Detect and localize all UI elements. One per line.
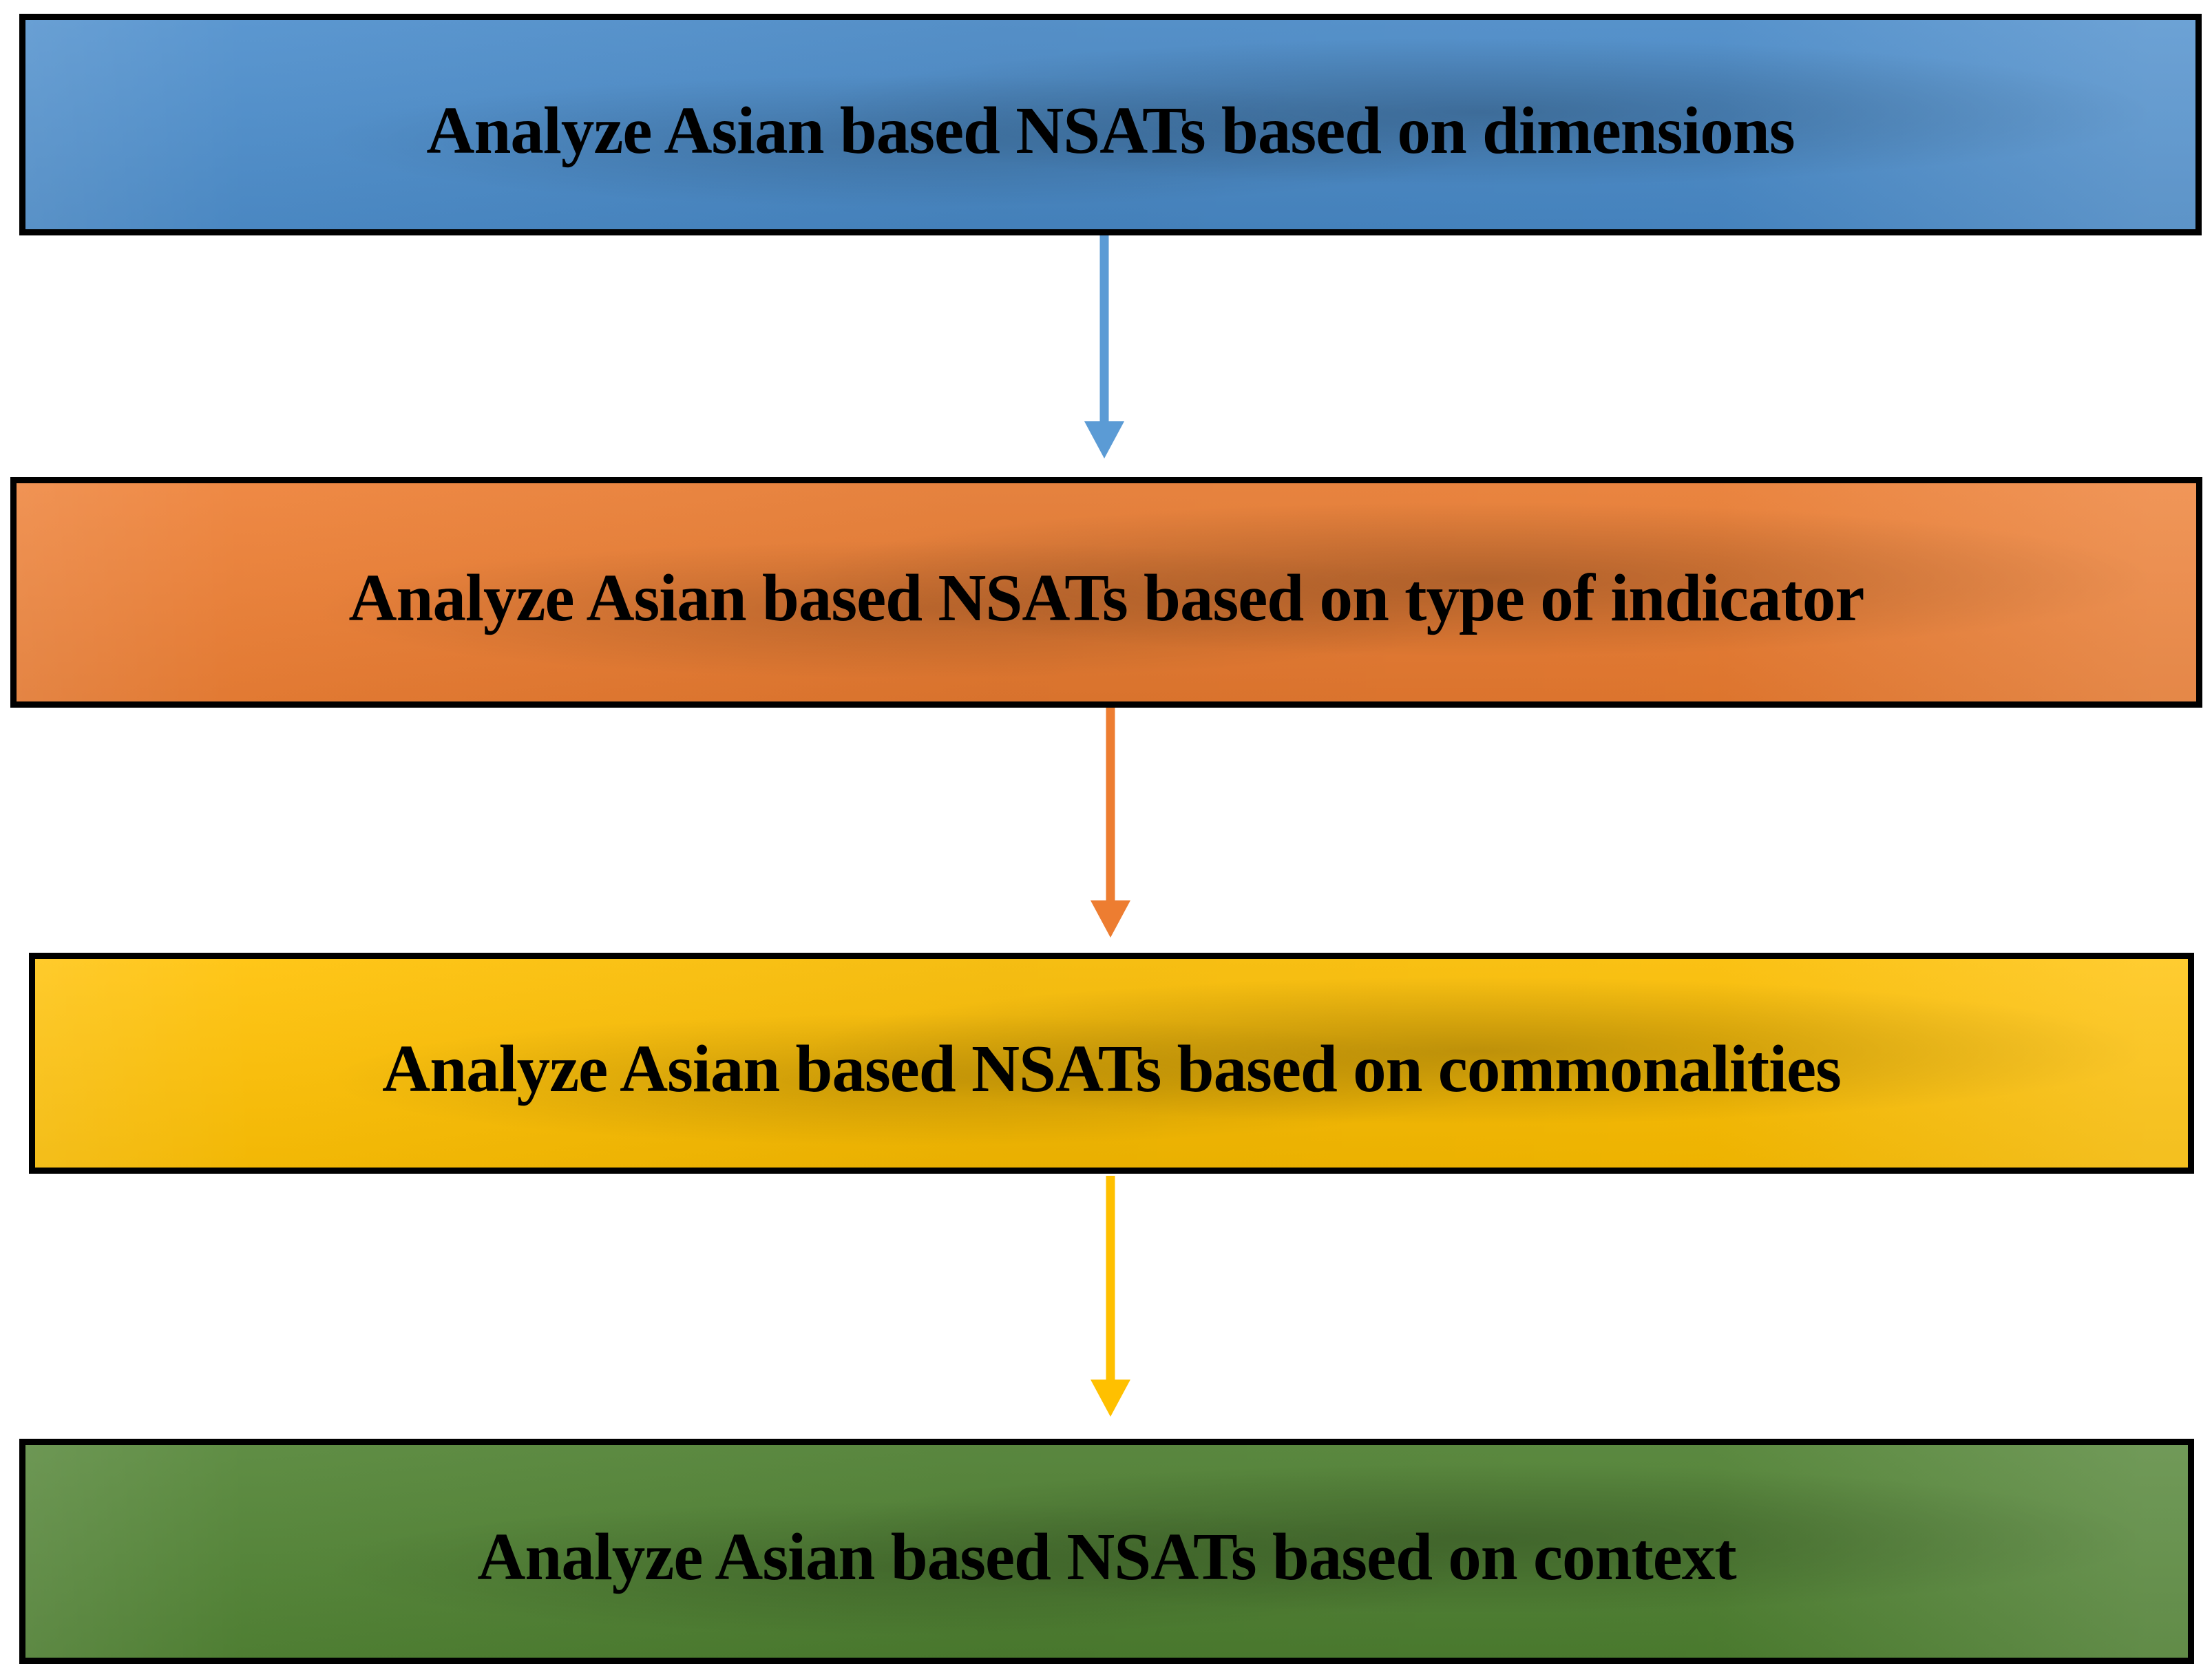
flow-step-commonalities-label: Analyze Asian based NSATs based on commo… xyxy=(382,1032,1842,1106)
flow-step-commonalities: Analyze Asian based NSATs based on commo… xyxy=(29,953,2194,1174)
arrow-shaft xyxy=(1106,708,1115,902)
flow-step-context-label: Analyze Asian based NSATs based on conte… xyxy=(477,1520,1736,1594)
flow-step-dimensions: Analyze Asian based NSATs based on dimen… xyxy=(19,14,2202,235)
arrow-head xyxy=(1084,421,1124,458)
arrow-head xyxy=(1091,900,1130,938)
down-arrow-icon xyxy=(1091,708,1130,938)
arrow-shaft xyxy=(1099,235,1109,423)
flow-step-type-of-indicator: Analyze Asian based NSATs based on type … xyxy=(10,477,2202,708)
arrow-shaft xyxy=(1106,1176,1115,1381)
flow-step-type-of-indicator-label: Analyze Asian based NSATs based on type … xyxy=(348,561,1865,635)
arrow-head xyxy=(1091,1380,1130,1417)
down-arrow-icon xyxy=(1091,1176,1130,1417)
flow-step-dimensions-label: Analyze Asian based NSATs based on dimen… xyxy=(426,93,1795,167)
flow-step-context: Analyze Asian based NSATs based on conte… xyxy=(19,1439,2194,1664)
down-arrow-icon xyxy=(1084,235,1124,458)
